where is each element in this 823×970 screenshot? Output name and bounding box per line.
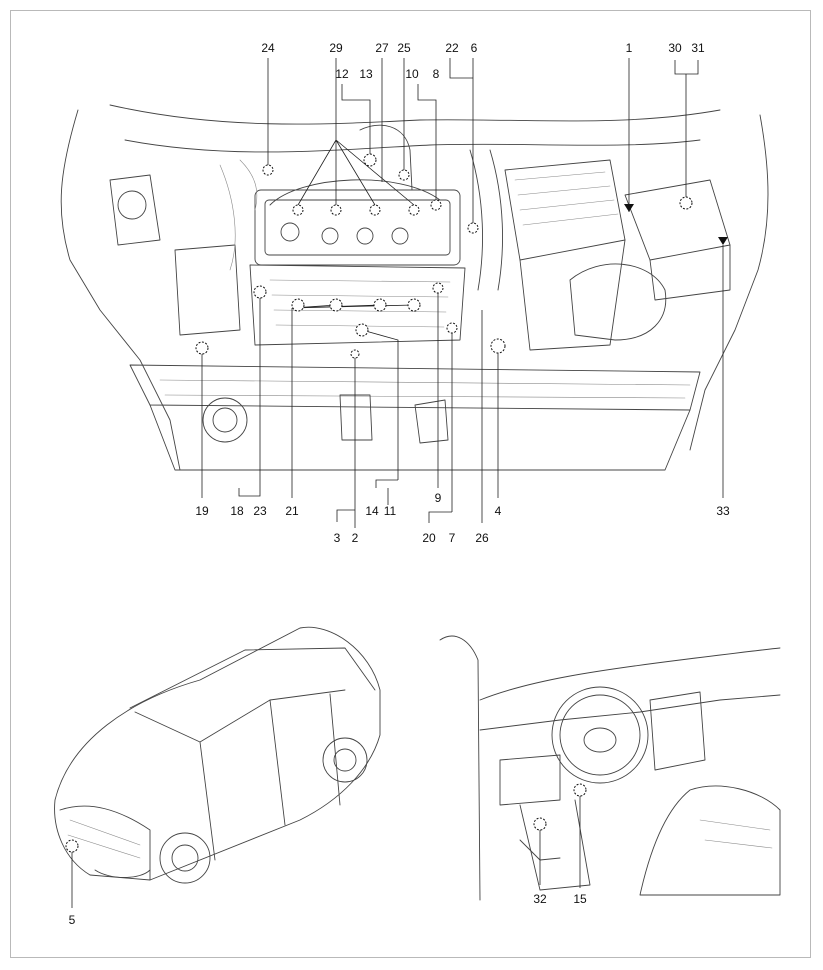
engine-bay-drawing	[60, 104, 769, 471]
callout-32: 32	[533, 892, 547, 906]
callout-2: 2	[351, 531, 359, 545]
callout-18: 18	[230, 504, 244, 518]
callout-26: 26	[475, 531, 489, 545]
callout-10: 10	[405, 67, 419, 81]
callout-9: 9	[434, 491, 442, 505]
callout-23: 23	[253, 504, 267, 518]
callout-3: 3	[333, 531, 341, 545]
callout-15: 15	[573, 892, 587, 906]
callout-30: 30	[668, 41, 682, 55]
callout-20: 20	[422, 531, 436, 545]
callout-5: 5	[68, 913, 76, 927]
vehicle-leader	[65, 839, 79, 908]
callout-29: 29	[329, 41, 343, 55]
callout-11: 11	[383, 504, 397, 518]
callout-24: 24	[261, 41, 275, 55]
callout-27: 27	[375, 41, 389, 55]
callout-6: 6	[470, 41, 478, 55]
callout-13: 13	[359, 67, 373, 81]
vehicle-drawing	[54, 626, 381, 884]
engine-callout-markers	[195, 153, 728, 359]
callout-31: 31	[691, 41, 705, 55]
callout-25: 25	[397, 41, 411, 55]
callout-8: 8	[432, 67, 440, 81]
interior-drawing	[439, 635, 781, 901]
callout-14: 14	[365, 504, 379, 518]
callout-7: 7	[448, 531, 456, 545]
callout-33: 33	[716, 504, 730, 518]
callout-19: 19	[195, 504, 209, 518]
callout-4: 4	[494, 504, 502, 518]
callout-22: 22	[445, 41, 459, 55]
callout-1: 1	[625, 41, 633, 55]
interior-leaders	[533, 783, 587, 888]
engine-leader-lines	[201, 58, 724, 528]
callout-21: 21	[285, 504, 299, 518]
callout-12: 12	[335, 67, 349, 81]
